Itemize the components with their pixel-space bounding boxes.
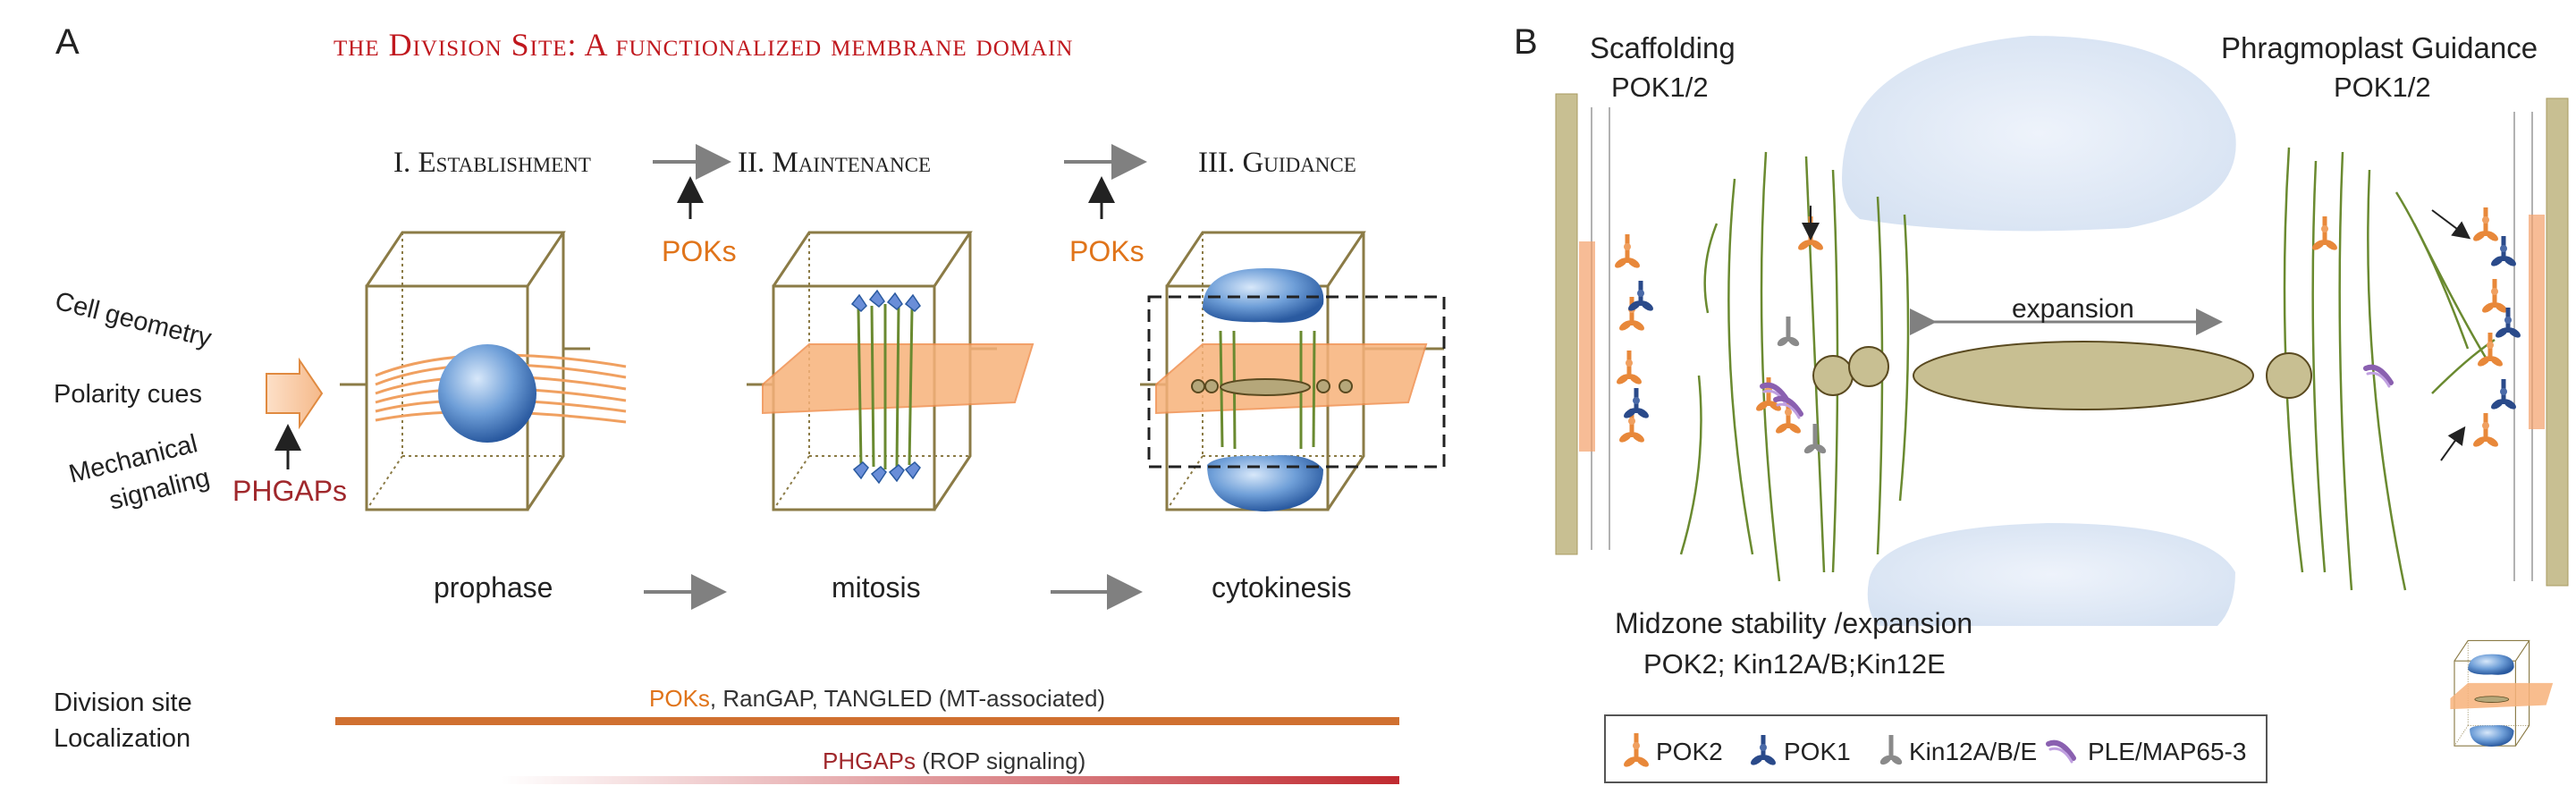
proteins-left	[1613, 216, 1828, 455]
cell-cytokinesis	[1140, 231, 1446, 511]
legend-box	[1604, 714, 2268, 783]
input-block-arrow	[266, 357, 324, 430]
legend: POK2 POK1 Kin12A/B/E PLE/MAP65-3	[1604, 714, 2268, 783]
daughter-nucleus-top	[1203, 268, 1324, 323]
bar1-caption-highlight: POKs	[649, 685, 710, 712]
legend-kin: Kin12A/B/E	[1909, 738, 2037, 765]
localization-label-2: Localization	[54, 724, 190, 753]
vacuole-bottom	[1867, 523, 2235, 626]
legend-pok1: POK1	[1784, 738, 1851, 765]
phase-cytokinesis: cytokinesis	[1212, 571, 1352, 604]
legend-ple: PLE/MAP65-3	[2088, 738, 2246, 765]
bar2-caption-highlight: PHGAPs	[823, 748, 916, 774]
panel-a-letter: A	[55, 22, 80, 62]
legend-pok1-icon	[1749, 735, 1778, 767]
bar-poks	[335, 717, 1399, 725]
bar2-caption-rest: (ROP signaling)	[916, 748, 1085, 774]
microtubules	[1679, 147, 2496, 591]
left-subtitle: POK1/2	[1611, 72, 1709, 103]
spindle	[857, 304, 914, 469]
cell-wall-left	[1555, 93, 1578, 555]
phase-prophase: prophase	[434, 571, 553, 604]
daughter-nucleus-bottom	[1207, 455, 1323, 511]
midzone-title: Midzone stability /expansion	[1615, 607, 1972, 639]
bar2-caption: PHGAPs (ROP signaling)	[823, 748, 1085, 774]
bar-phgaps	[501, 776, 1399, 784]
panel-a: A the Division Site: A functionalized me…	[52, 22, 1446, 784]
stage-label-2: II. Maintenance	[738, 147, 931, 179]
poks-label-2: POKs	[1069, 235, 1144, 267]
legend-kin-icon	[1879, 735, 1904, 766]
panel-b: B Scaffolding POK1/2 Phragmoplast Guidan…	[1514, 22, 2569, 783]
mini-cell-thumbnail	[2450, 639, 2554, 747]
phgaps-label: PHGAPs	[232, 475, 347, 507]
cell-plate-b	[1812, 341, 2312, 410]
bar1-caption-rest: , RanGAP, TANGLED (MT-associated)	[710, 685, 1105, 712]
guidance-arrow-bottom	[2440, 426, 2466, 461]
chromosomes-bottom	[852, 460, 921, 485]
membrane-right	[2513, 112, 2545, 581]
localization-label-1: Division site	[54, 688, 192, 717]
stage-label-3: III. Guidance	[1198, 147, 1356, 179]
cell-mitosis	[747, 231, 1035, 511]
chromosomes-top	[850, 289, 921, 313]
midzone-subtitle: POK2; Kin12A/B;Kin12E	[1643, 648, 1946, 680]
panel-b-letter: B	[1514, 22, 1538, 62]
panel-a-title: the Division Site: A functionalized memb…	[334, 27, 1073, 63]
input-cell-geometry: Cell geometry	[52, 287, 215, 353]
poks-label-1: POKs	[662, 235, 737, 267]
bar1-caption: POKs, RanGAP, TANGLED (MT-associated)	[649, 685, 1105, 712]
vacuole-top	[1842, 36, 2236, 232]
cell-plate	[1191, 378, 1353, 396]
phase-mitosis: mitosis	[832, 571, 921, 604]
input-polarity-cues: Polarity cues	[54, 380, 202, 409]
legend-ple-icon	[2048, 743, 2073, 762]
right-title: Phragmoplast Guidance	[2221, 31, 2538, 64]
membrane-left	[1579, 107, 1610, 550]
zoom-box	[1147, 295, 1446, 469]
cell-wall-right	[2546, 97, 2569, 587]
legend-pok2-icon	[1622, 733, 1651, 769]
division-band	[1155, 343, 1428, 415]
nucleus	[438, 344, 536, 443]
expansion-label: expansion	[2012, 294, 2134, 324]
right-subtitle: POK1/2	[2334, 72, 2431, 103]
cell-prophase	[340, 231, 627, 511]
left-title: Scaffolding	[1590, 31, 1736, 64]
guidance-arrow-top	[2431, 209, 2471, 240]
legend-pok2: POK2	[1656, 738, 1723, 765]
stage-label-1: I. Establishment	[393, 147, 591, 179]
